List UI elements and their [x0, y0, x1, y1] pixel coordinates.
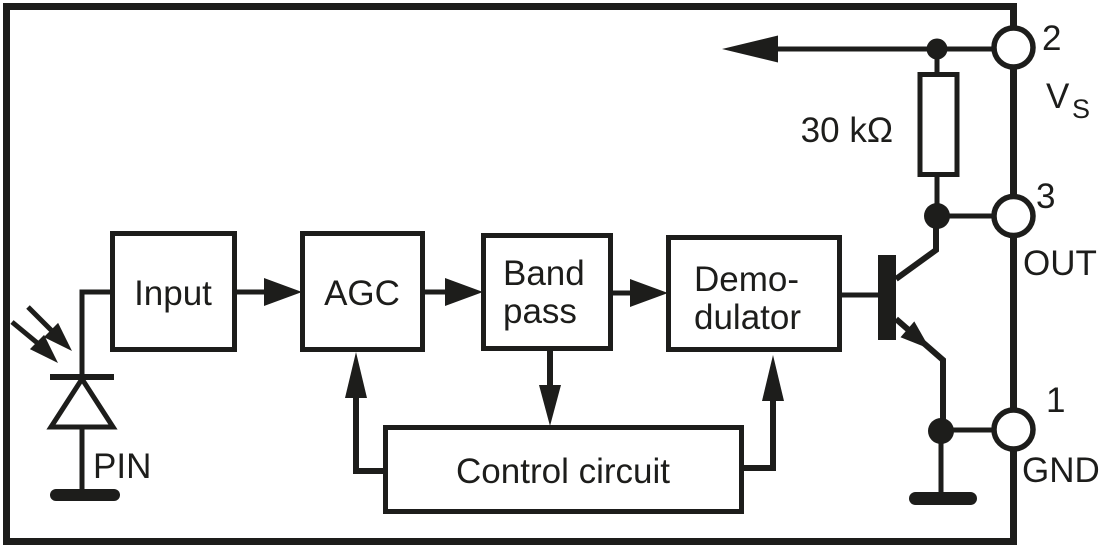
ground-symbol-emitter [909, 492, 977, 505]
demodulator-block-label-line2: dulator [694, 298, 801, 337]
photodiode-icon [46, 289, 118, 490]
ic-boundary-frame [3, 3, 1017, 545]
arrow-control-to-demodulator [742, 355, 784, 471]
resistor-icon [917, 72, 960, 177]
resistor-label: 30 kΩ [801, 111, 893, 150]
input-block: Input [110, 231, 237, 352]
bandpass-block-label-line2: pass [503, 292, 577, 331]
supply-arrow-icon [722, 35, 994, 63]
agc-block: AGC [300, 231, 425, 352]
pin-1-terminal: 1 GND [991, 381, 1100, 490]
pin-1-name-gnd: GND [1022, 451, 1100, 490]
pin-2-number: 2 [1042, 19, 1061, 58]
pin-3-number: 3 [1036, 177, 1055, 216]
demodulator-block-label-line1: Demo- [694, 260, 799, 299]
control-circuit-block-label: Control circuit [456, 452, 670, 491]
arrow-bandpass-to-demodulator [610, 279, 668, 307]
pin-2-name-vs: V [1046, 77, 1070, 116]
arrow-input-to-agc [235, 278, 302, 306]
arrow-control-to-agc [345, 352, 385, 474]
pin-2-name-vs-subscript: S [1072, 94, 1090, 124]
pin-3-name-out: OUT [1023, 244, 1097, 283]
demodulator-block: Demo- dulator [666, 235, 842, 352]
bandpass-block: Band pass [481, 233, 613, 351]
light-rays-icon [10, 305, 72, 363]
pin-2-terminal: 2 V S [991, 19, 1090, 124]
pin-1-number: 1 [1046, 381, 1065, 420]
agc-block-label: AGC [324, 274, 400, 313]
bandpass-block-label-line1: Band [503, 254, 585, 293]
arrow-agc-to-bandpass [423, 278, 483, 306]
arrow-bandpass-to-control [539, 349, 561, 426]
control-circuit-block: Control circuit [383, 425, 744, 514]
npn-transistor-icon [878, 216, 946, 431]
pin-3-terminal: 3 OUT [991, 177, 1097, 283]
ground-symbol-photodiode [50, 489, 120, 501]
input-block-label: Input [134, 274, 212, 313]
photodiode-label: PIN [93, 447, 151, 486]
